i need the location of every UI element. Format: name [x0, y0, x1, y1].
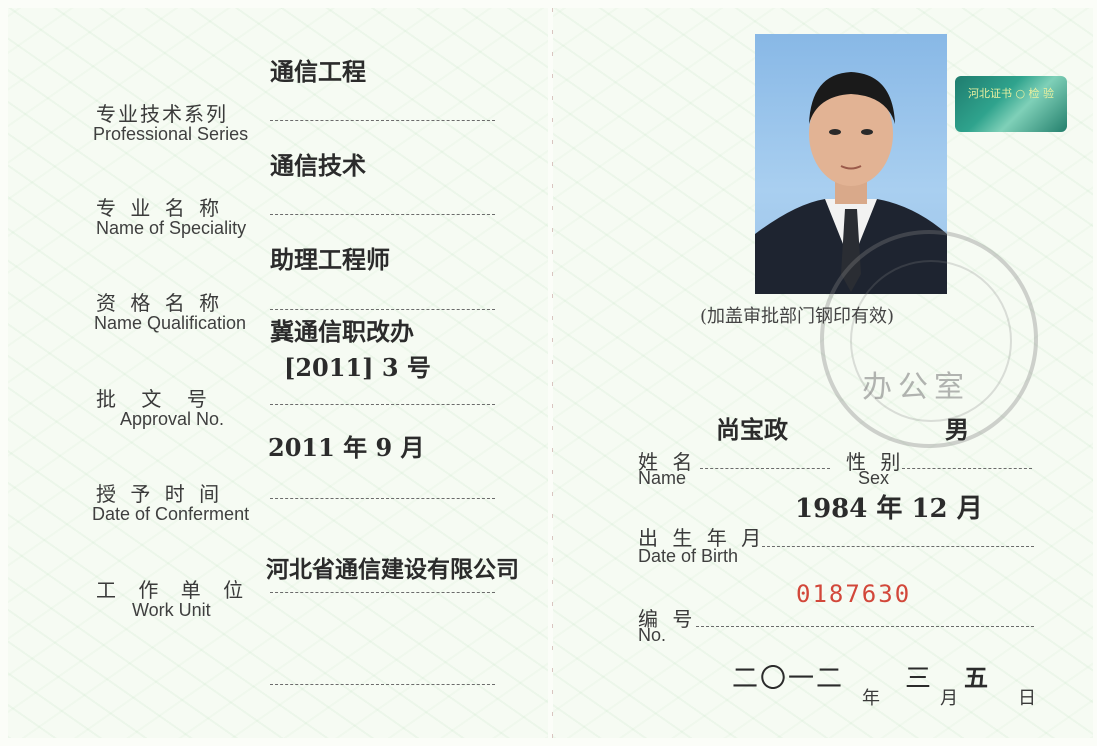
work-unit-value: 河北省通信建设有限公司: [266, 556, 519, 583]
work-unit-line-2: [270, 684, 495, 685]
speciality-line: [270, 214, 495, 215]
sex-value: 男: [945, 415, 969, 444]
speciality-label-en: Name of Speciality: [96, 218, 247, 238]
qualification-label-zh: 资 格 名 称: [96, 291, 224, 315]
approval-value-line1: 冀通信职改办: [270, 317, 414, 346]
sex-label-en: Sex: [858, 468, 890, 488]
name-label-en: Name: [638, 468, 687, 488]
seal-inner-ring: [850, 260, 1012, 422]
issue-day: 五: [964, 663, 988, 692]
name-value: 尚宝政: [716, 415, 788, 444]
portrait-drawing: [755, 72, 947, 294]
birth-label-en: Date of Birth: [638, 546, 739, 566]
hologram-security-sticker: 河北证书 ○ 检 验: [955, 76, 1067, 132]
work-unit-line: [270, 592, 495, 593]
certificate-number: 0187630: [796, 580, 912, 608]
qualification-value: 助理工程师: [270, 245, 390, 274]
professional-series-value: 通信工程: [270, 57, 366, 86]
issue-day-unit: 日: [1018, 688, 1036, 709]
approval-value-line2: [2011] 3 号: [284, 353, 431, 382]
conferment-label-en: Date of Conferment: [92, 504, 250, 524]
page-fold: [552, 8, 553, 738]
conferment-value: 2011 年 9 月: [268, 433, 425, 462]
professional-series-label-en: Professional Series: [93, 124, 249, 144]
number-label-en: No.: [638, 625, 667, 645]
conferment-label-zh: 授 予 时 间: [96, 482, 224, 506]
sex-label-zh: 性 别: [846, 450, 905, 474]
professional-series-label-zh: 专业技术系列: [96, 102, 228, 126]
qualification-label-en: Name Qualification: [94, 313, 247, 333]
issue-year: 二〇一二: [732, 664, 845, 694]
speciality-label-zh: 专 业 名 称: [96, 196, 224, 220]
birth-label-zh: 出 生 年 月: [638, 526, 766, 550]
official-steel-seal: 办公室: [820, 230, 1038, 448]
number-label-zh: 编 号: [638, 607, 697, 631]
stamp-note: (加盖审批部门钢印有效): [700, 306, 895, 327]
number-line: [696, 626, 1034, 627]
approval-label-en: Approval No.: [120, 409, 225, 429]
issue-month-unit: 月: [940, 688, 958, 709]
issue-month: 三: [905, 664, 932, 694]
approval-label-zh: 批 文 号: [96, 387, 207, 411]
birth-value: 1984 年 12 月: [795, 494, 983, 524]
sex-line: [902, 468, 1032, 469]
speciality-value: 通信技术: [270, 151, 366, 180]
hologram-text: 河北证书 ○ 检 验: [967, 87, 1055, 100]
work-unit-label-en: Work Unit: [132, 600, 211, 620]
issue-year-unit: 年: [862, 688, 880, 709]
work-unit-label-zh: 工 作 单 位: [96, 578, 252, 602]
name-line: [700, 468, 830, 469]
qualification-line: [270, 309, 495, 310]
conferment-line: [270, 498, 495, 499]
approval-line: [270, 404, 495, 405]
birth-line: [762, 546, 1034, 547]
left-page: [8, 8, 548, 738]
name-label-zh: 姓 名: [638, 450, 697, 474]
seal-text: 办公室: [862, 370, 970, 405]
professional-series-line: [270, 120, 495, 121]
